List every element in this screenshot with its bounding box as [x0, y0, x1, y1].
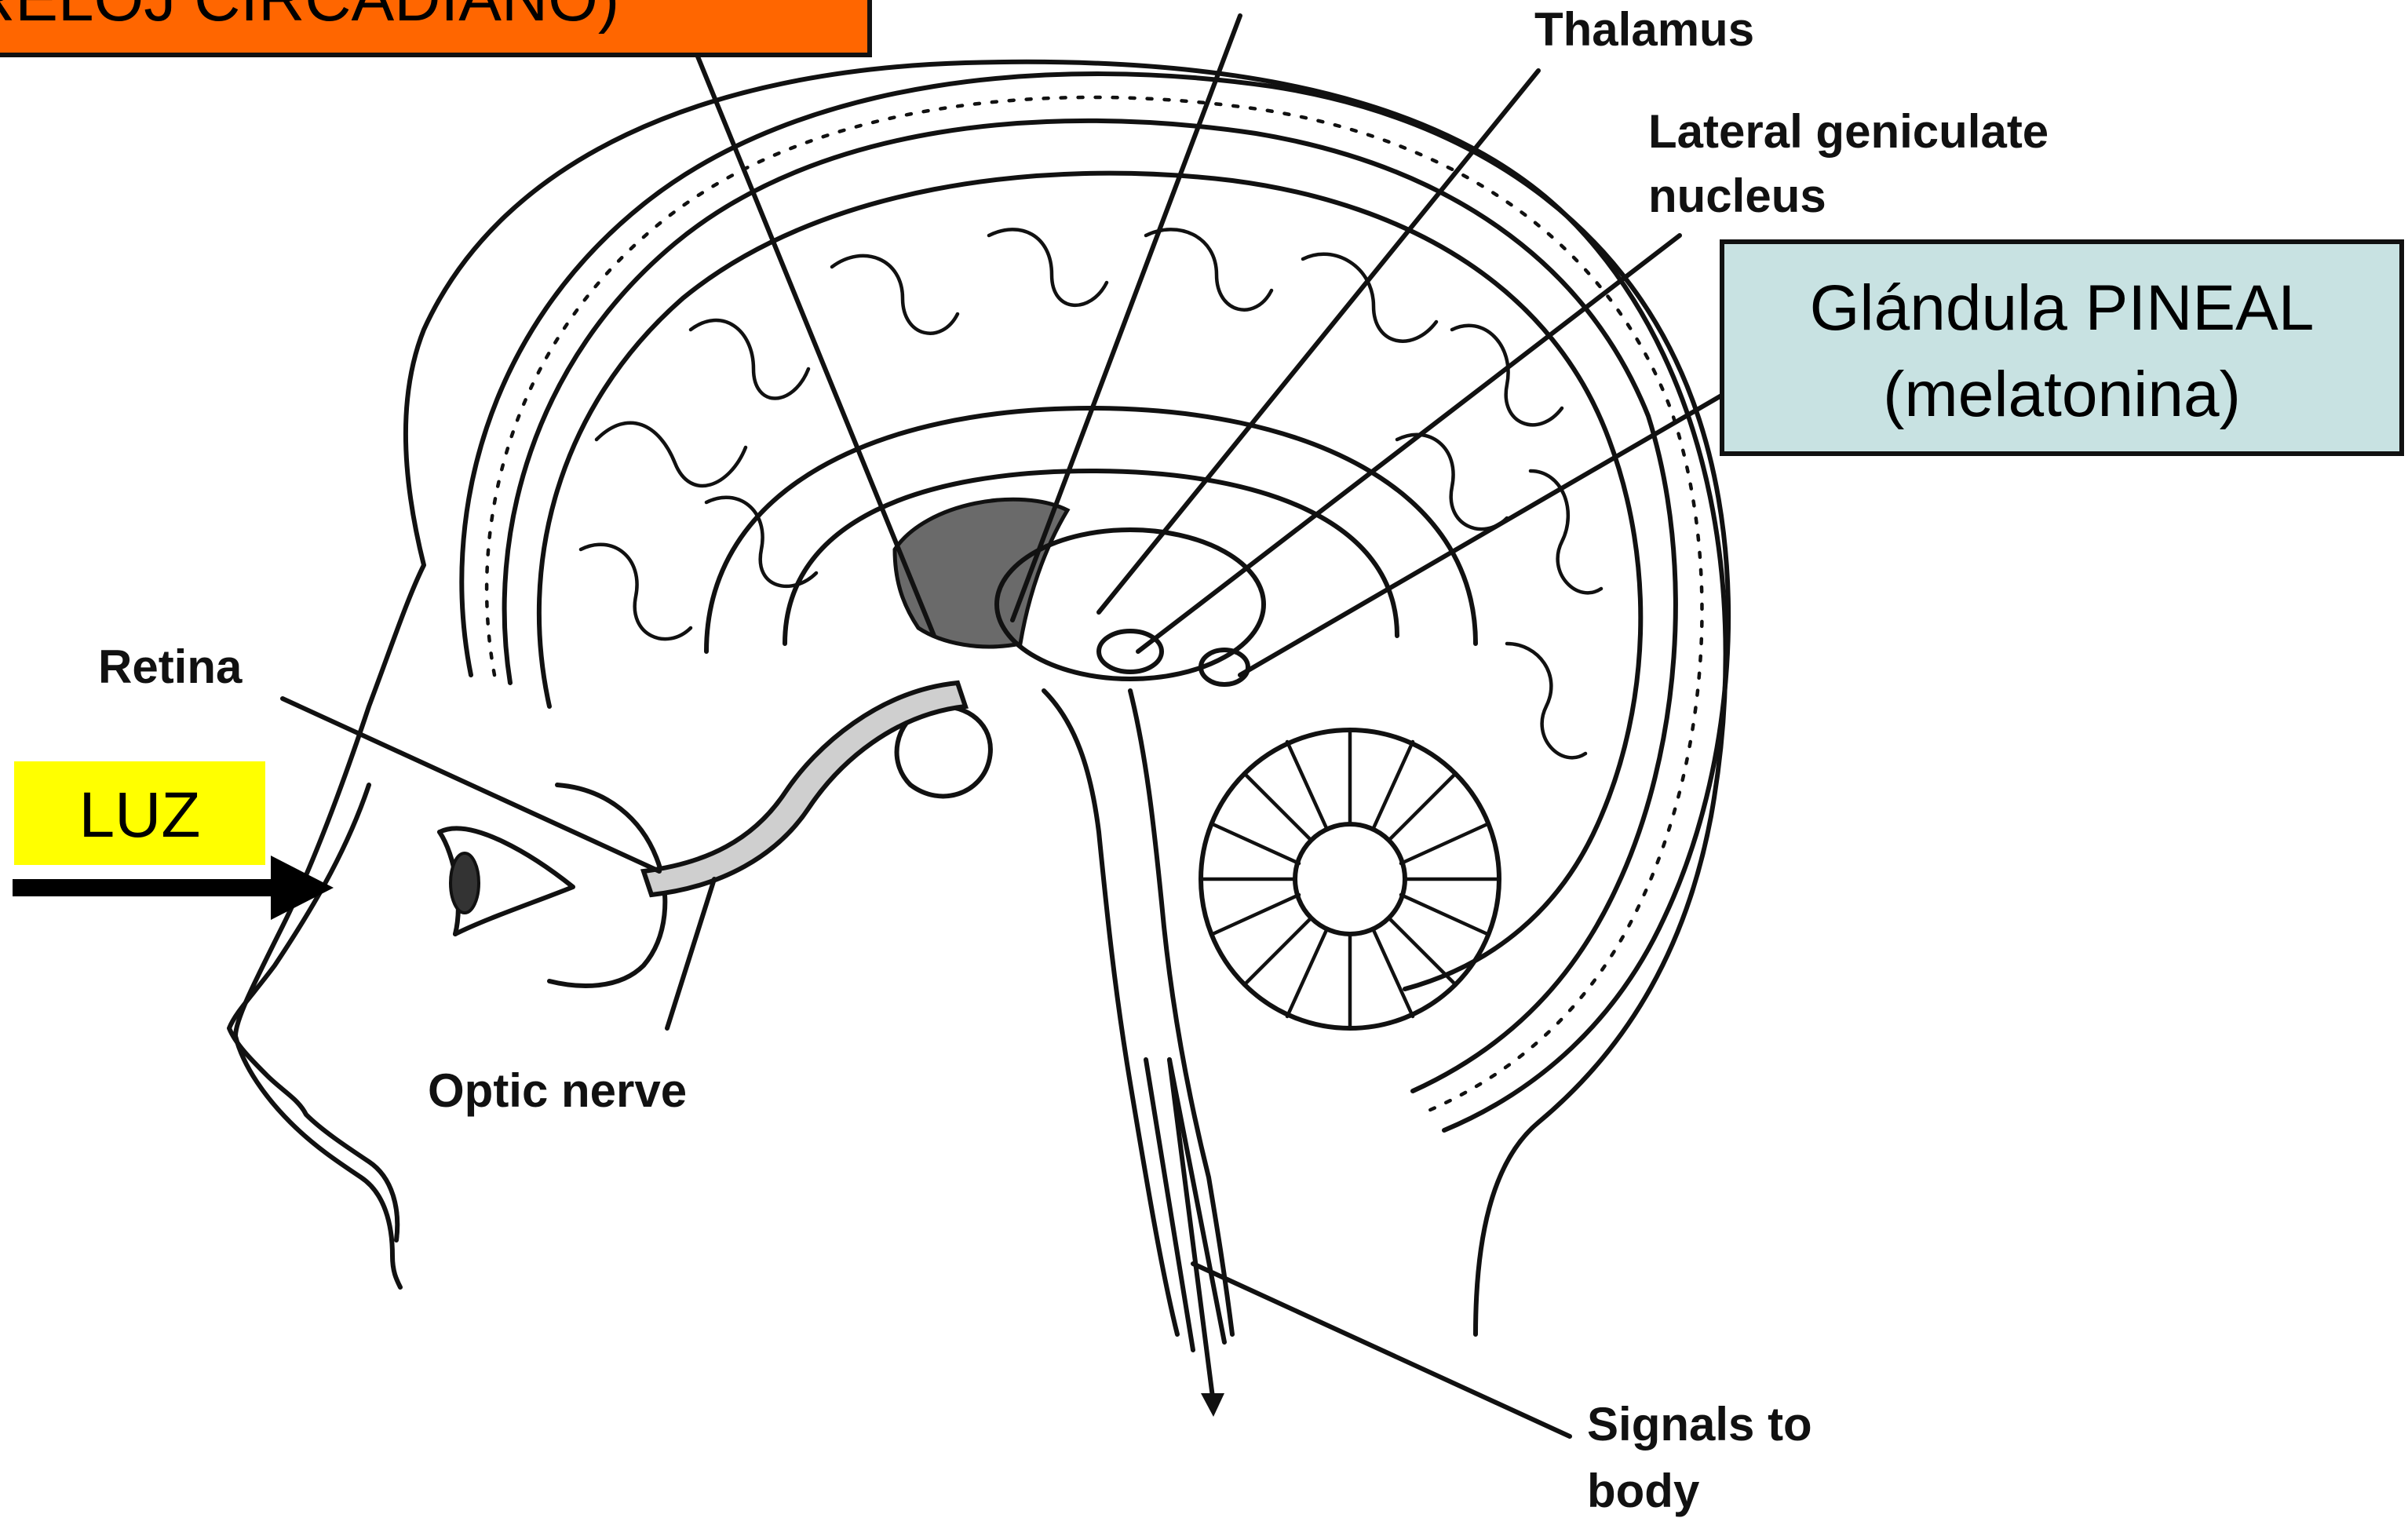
label-lgn-line2: nucleus: [1648, 170, 1826, 222]
lateral-geniculate-nucleus: [1099, 631, 1162, 672]
leader-thalamus: [1099, 71, 1538, 612]
spinal-cord-right: [1169, 1060, 1224, 1342]
top-left-callout-text: RELOJ CIRCADIANO): [0, 0, 619, 35]
leader-optic-nerve: [667, 879, 714, 1028]
skull-outer: [462, 74, 1728, 1130]
label-retina: Retina: [98, 640, 243, 693]
brainstem: [1044, 691, 1177, 1334]
label-thalamus: Thalamus: [1534, 3, 1754, 56]
light-arrow-head: [271, 856, 334, 920]
pupil: [451, 853, 479, 913]
light-arrow-shaft: [13, 879, 279, 896]
pineal-callout-line1: Glándula PINEAL: [1810, 272, 2315, 344]
cortex-gyri: [581, 229, 1601, 757]
leader-pineal: [1240, 392, 1727, 675]
brainstem-back: [1130, 691, 1232, 1334]
label-signals-line2: body: [1587, 1465, 1700, 1517]
leader-signals: [1193, 1264, 1570, 1436]
label-signals-line1: Signals to: [1587, 1398, 1812, 1451]
leader-top-left-1: [691, 39, 934, 636]
label-lgn-line1: Lateral geniculate: [1648, 105, 2049, 158]
eye: [440, 785, 665, 986]
head-outline: [235, 62, 1726, 1334]
cerebellum: [1201, 730, 1499, 1028]
hypothalamus-region: [895, 499, 1067, 647]
light-callout-text: LUZ: [79, 779, 201, 851]
label-optic-nerve: Optic nerve: [428, 1064, 687, 1117]
pineal-callout-line2: (melatonina): [1883, 359, 2241, 430]
corpus-callosum-outer: [706, 408, 1476, 651]
signal-arrow-head: [1201, 1393, 1224, 1417]
